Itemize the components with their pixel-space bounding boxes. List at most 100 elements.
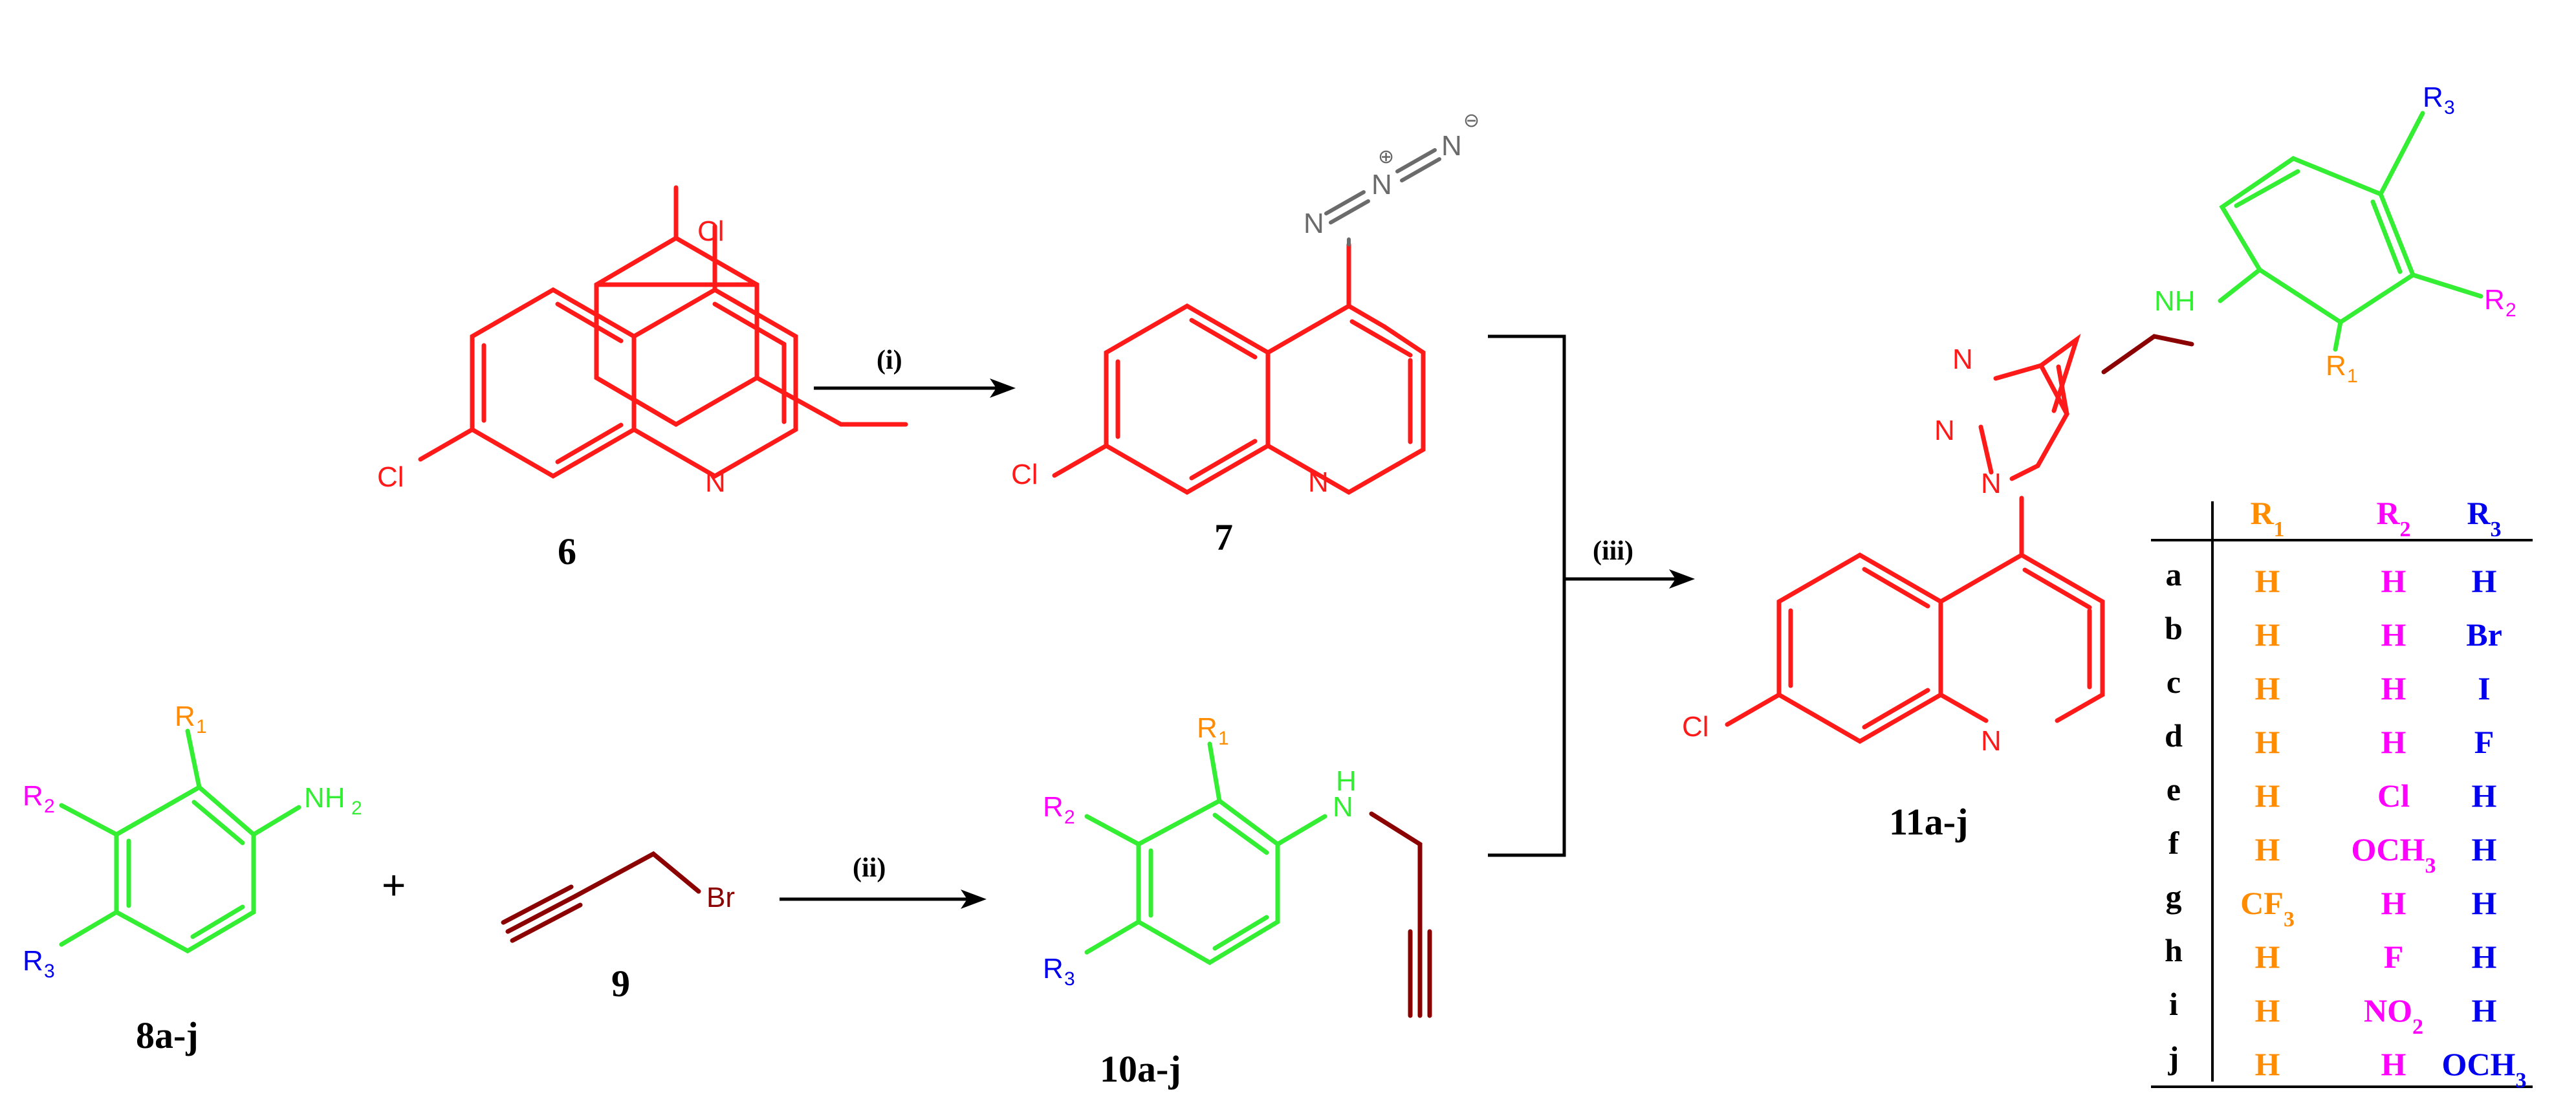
table-header-r1: R1 [2250, 495, 2284, 541]
table-cell-r2: OCH3 [2352, 831, 2436, 878]
table-cell-r1: H [2255, 992, 2280, 1029]
table-cell-r1: CF3 [2240, 885, 2295, 932]
table-row-id: i [2169, 986, 2178, 1022]
table-cell-r3: I [2478, 670, 2490, 706]
compound-9-label: 9 [611, 963, 630, 1005]
compound-10-r2-sub: 2 [1064, 807, 1075, 828]
compound-11-nh: NH [2154, 285, 2196, 317]
compound-11-quinoline [1725, 333, 2105, 745]
compound-9-br: Br [706, 882, 735, 913]
arrow-i [814, 378, 1016, 398]
compound-6-cl-left: Cl [377, 461, 404, 493]
compound-10-ring [1084, 741, 1327, 966]
compound-6-ring [418, 224, 798, 479]
compound-9-structure [501, 851, 701, 943]
compound-8-label: 8a-j [136, 1014, 199, 1056]
compound-11-r1-sub: 1 [2347, 365, 2358, 387]
compound-7-label: 7 [1214, 516, 1233, 558]
table-cell-r3: H [2472, 778, 2497, 814]
compound-8-r3: R [23, 945, 43, 977]
compound-11-cl: Cl [1682, 711, 1709, 743]
compound-10-r2: R [1043, 791, 1064, 823]
compound-11-quinoline-n: N [1981, 725, 2002, 757]
compound-7-n: N [1308, 466, 1329, 498]
table-cell-r1: H [2255, 670, 2280, 706]
table-cell-r3: OCH3 [2442, 1046, 2527, 1093]
compound-11-triazole-n1: N [1952, 343, 1973, 375]
compound-8-nh2: NH [304, 782, 345, 814]
compound-6-label: 6 [558, 530, 576, 572]
compound-10-r1: R [1197, 712, 1217, 744]
arrow-ii [780, 889, 987, 909]
table-row-id: g [2166, 878, 2182, 915]
table-row-id: a [2166, 556, 2182, 593]
compound-7-azide-n2: N [1371, 169, 1392, 201]
condition-iii: (iii) [1593, 536, 1633, 566]
table-row: b H H Br [2165, 610, 2502, 653]
table-row: e H Cl H [2167, 771, 2497, 814]
compound-11-r2: R [2484, 284, 2505, 316]
compound-7-azide-n1: N [1304, 208, 1324, 239]
compound-10-h: H [1336, 765, 1357, 797]
table-cell-r2: H [2381, 563, 2407, 599]
compound-11-r3: R [2423, 82, 2443, 113]
compound-8-r3-sub: 3 [44, 961, 55, 982]
table-row-id: b [2165, 610, 2183, 646]
table-cell-r1: H [2255, 1046, 2280, 1082]
compound-11-linker [2101, 334, 2194, 375]
compound-10-propargyl [1369, 811, 1432, 1018]
table-cell-r2: NO2 [2364, 992, 2423, 1039]
table-cell-r3: H [2472, 831, 2497, 867]
compound-11-r3-sub: 3 [2444, 97, 2455, 118]
table-cell-r1: H [2255, 939, 2280, 975]
compound-10-r1-sub: 1 [1218, 728, 1229, 749]
compound-7-plus-charge: ⊕ [1378, 146, 1394, 168]
compound-8-r2-sub: 2 [44, 796, 55, 817]
table-row-id: e [2167, 771, 2181, 807]
bracket-iii [1488, 334, 1679, 857]
compound-11-aryl [2218, 111, 2483, 352]
table-cell-r3: H [2472, 885, 2497, 921]
table-cell-r2: Cl [2377, 778, 2410, 814]
arrow-iii-head [1669, 569, 1695, 589]
table-cell-r2: H [2381, 885, 2407, 921]
compound-7-azide-n3: N [1441, 130, 1462, 162]
compound-8-r1: R [175, 701, 195, 732]
table-header-r3: R3 [2467, 495, 2501, 541]
condition-i: (i) [877, 345, 902, 375]
compound-10-label: 10a-j [1100, 1048, 1181, 1090]
table-cell-r1: H [2255, 616, 2280, 653]
compound-7-ring [1052, 242, 1426, 496]
compound-8-nh2-sub: 2 [351, 798, 362, 819]
table-cell-r3: Br [2466, 616, 2502, 653]
table-cell-r3: H [2472, 563, 2497, 599]
compound-6-n: N [705, 466, 726, 498]
table-cell-r1: H [2255, 778, 2280, 814]
table-cell-r2: H [2381, 616, 2407, 653]
compound-10-r3: R [1043, 953, 1064, 985]
table-header-r2: R2 [2376, 495, 2410, 541]
table-row-id: c [2167, 664, 2181, 700]
compound-11-r2-sub: 2 [2505, 300, 2516, 321]
table-cell-r2: H [2381, 724, 2407, 760]
compound-8-r1-sub: 1 [196, 716, 207, 737]
compound-10-r3-sub: 3 [1064, 968, 1075, 990]
table-cell-r2: H [2381, 670, 2407, 706]
table-row-id: d [2165, 717, 2183, 754]
compound-7-minus-charge: ⊖ [1463, 110, 1479, 131]
table-cell-r1: H [2255, 563, 2280, 599]
compound-11-triazole-n2: N [1934, 415, 1955, 446]
table-row-id: f [2168, 825, 2180, 861]
compound-7-cl: Cl [1011, 459, 1038, 490]
table-row: g CF3 H H [2166, 878, 2497, 932]
table-cell-r3: H [2472, 939, 2497, 975]
compound-11-label: 11a-j [1889, 801, 1968, 843]
table-cell-r2: H [2381, 1046, 2407, 1082]
compound-8-r2: R [23, 780, 43, 812]
table-cell-r2: F [2384, 939, 2404, 975]
